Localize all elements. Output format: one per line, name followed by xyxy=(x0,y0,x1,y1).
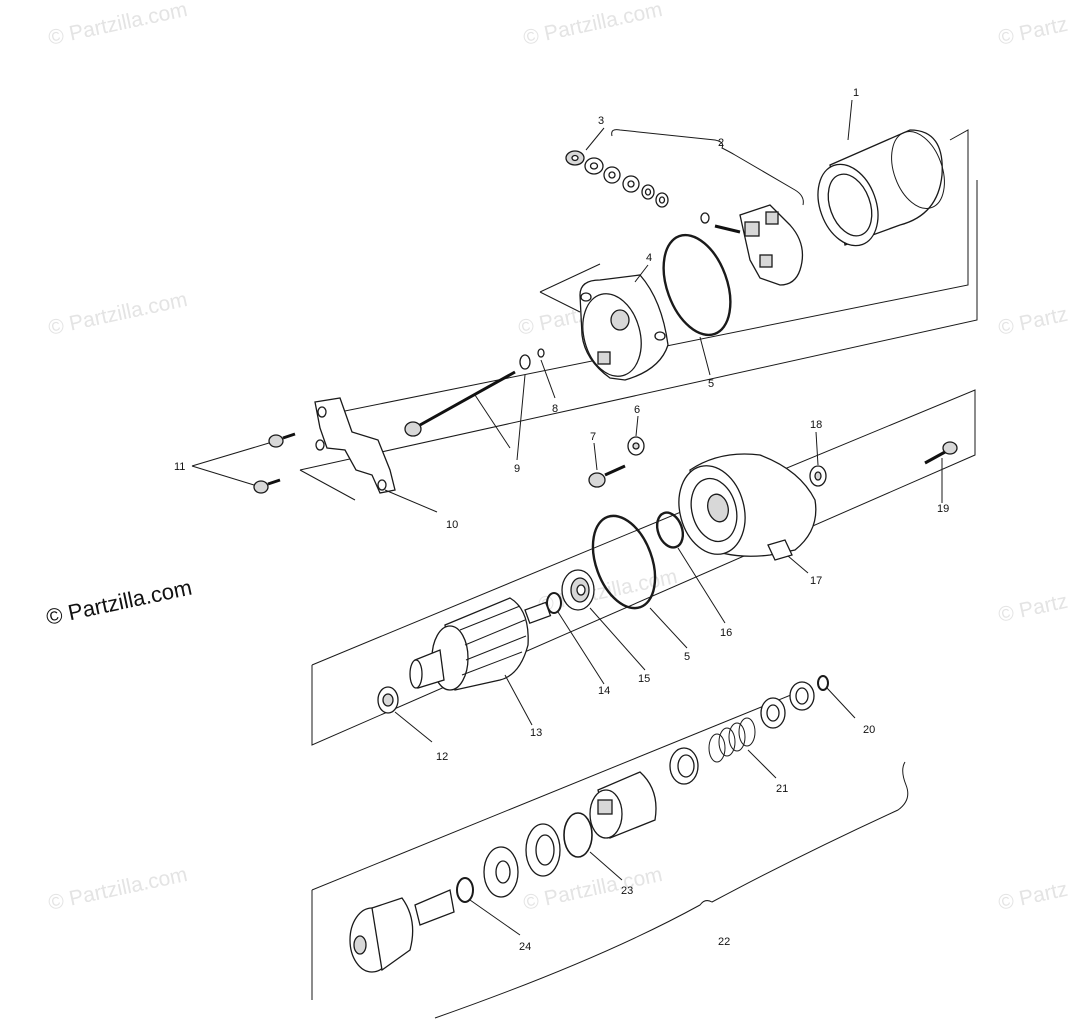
callout-1: 1 xyxy=(853,87,859,99)
watermark-main: © Partzilla.com xyxy=(44,575,194,630)
watermark: © Partzilla.com xyxy=(46,288,189,340)
part-5-o-ring-lower xyxy=(591,514,657,610)
watermark: © Partz xyxy=(996,303,1070,340)
callout-23: 23 xyxy=(621,885,633,897)
watermark: © Partz xyxy=(996,13,1070,50)
part-3-nut-set xyxy=(565,150,669,208)
callout-17: 17 xyxy=(810,575,822,587)
callout-21: 21 xyxy=(776,783,788,795)
part-20-cups xyxy=(760,681,815,729)
part-20-clip xyxy=(817,675,829,691)
part-2-brush-holder xyxy=(700,204,804,286)
part-22-pinion-shaft xyxy=(349,889,455,973)
callout-5: 5 xyxy=(708,378,714,390)
callout-12: 12 xyxy=(436,751,448,763)
callout-3: 3 xyxy=(598,115,604,127)
part-8-washer xyxy=(537,348,545,358)
part-17-front-housing xyxy=(678,453,817,561)
callout-16: 16 xyxy=(720,627,732,639)
part-7-bolt xyxy=(588,464,626,488)
watermark: © Partz xyxy=(996,878,1070,915)
group-outline-lower xyxy=(311,687,809,1000)
part-23-ring xyxy=(563,812,593,858)
part-22-clutch xyxy=(589,771,657,839)
callout-8: 8 xyxy=(552,403,558,415)
part-22-washer xyxy=(483,846,519,898)
part-13-armature xyxy=(409,597,552,691)
watermark: © Partz xyxy=(996,590,1070,627)
part-10-bracket xyxy=(314,397,396,494)
watermark: © Partzilla.com xyxy=(46,863,189,915)
part-21-spring xyxy=(669,717,756,785)
callout-13: 13 xyxy=(530,727,542,739)
callout-11: 11 xyxy=(174,461,185,473)
part-18-washer-hole xyxy=(814,471,822,481)
callout-4: 4 xyxy=(646,252,652,264)
leader-lines xyxy=(191,99,943,936)
group-bracket xyxy=(434,761,909,1019)
part-14-snap-ring xyxy=(546,592,562,614)
part-12-bushing xyxy=(377,686,399,714)
callout-9: 9 xyxy=(514,463,520,475)
callout-5b: 5 xyxy=(684,651,690,663)
callouts: 1 2 3 4 5 8 9 6 7 18 11 19 10 17 16 5 15… xyxy=(174,87,949,953)
callout-10: 10 xyxy=(446,519,458,531)
part-6-washer-hole xyxy=(632,442,640,450)
part-19-bolt xyxy=(924,441,958,465)
group-bracket xyxy=(611,129,804,206)
part-16-o-ring xyxy=(655,511,685,549)
callout-18: 18 xyxy=(810,419,822,431)
callout-20: 20 xyxy=(863,724,875,736)
callout-6: 6 xyxy=(634,404,640,416)
callout-2: 2 xyxy=(718,137,724,149)
callout-14: 14 xyxy=(598,685,610,697)
part-24-clip xyxy=(456,877,474,903)
callout-15: 15 xyxy=(638,673,650,685)
watermark: © Partzilla.com xyxy=(46,0,189,50)
part-4-rear-cover xyxy=(579,274,669,381)
watermark: © Partzilla.com xyxy=(521,0,664,50)
part-11-bolts xyxy=(253,432,296,494)
callout-22: 22 xyxy=(718,936,730,948)
callout-7: 7 xyxy=(590,431,596,443)
part-9-through-bolt xyxy=(404,354,531,437)
callout-24: 24 xyxy=(519,941,531,953)
callout-19: 19 xyxy=(937,503,949,515)
part-15-bearing xyxy=(561,569,595,611)
part-1-yoke xyxy=(817,129,945,247)
part-5-o-ring xyxy=(662,233,732,337)
part-23-cup xyxy=(525,823,561,877)
